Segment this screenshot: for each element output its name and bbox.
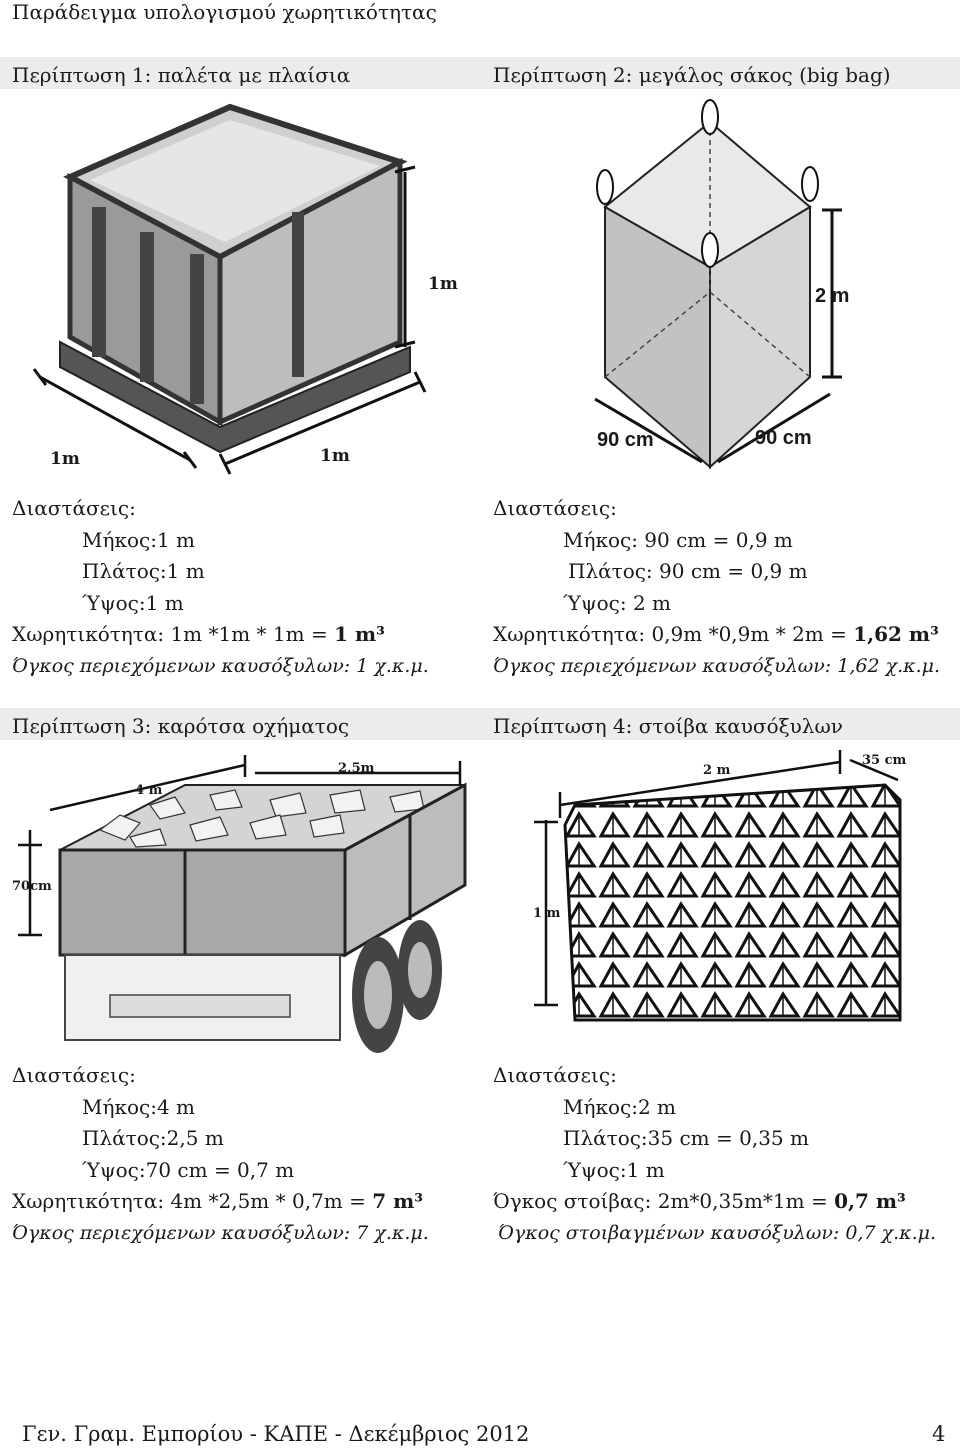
case4-height-label: 1 m — [533, 906, 561, 921]
dims-label: Διαστάσεις: — [12, 496, 136, 520]
capacity-text: Χωρητικότητα: 4m *2,5m * 0,7m = 7 m³ — [12, 1189, 424, 1213]
volume-text: Όγκος περιεχόμενων καυσόξυλων: 7 χ.κ.μ. — [12, 1221, 429, 1244]
case1-width-label: 1m — [320, 446, 350, 466]
case4-width-label: 35 cm — [862, 753, 907, 768]
case3-details: Διαστάσεις: Μήκος:4 m Πλάτος:2,5 m Ύψος:… — [12, 1060, 429, 1249]
case1-heading: Περίπτωση 1: παλέτα με πλαίσια — [12, 63, 351, 87]
volume-text: Όγκος περιεχόμενων καυσόξυλων: 1,62 χ.κ.… — [493, 654, 941, 677]
big-bag-figure — [594, 99, 842, 470]
width-text: Πλάτος:1 m — [82, 559, 205, 583]
length-text: Μήκος:1 m — [82, 527, 195, 552]
height-text: Ύψος:70 cm = 0,7 m — [82, 1157, 295, 1182]
width-text: Πλάτος:2,5 m — [82, 1126, 224, 1150]
page-title: Παράδειγμα υπολογισμού χωρητικότητας — [12, 0, 437, 24]
case3-length-label: 4 m — [135, 783, 163, 798]
height-text: Ύψος:1 m — [82, 590, 184, 615]
dims-label: Διαστάσεις: — [12, 1063, 136, 1087]
case2-length-label: 90 cm — [597, 429, 654, 451]
volume-text: Όγκος στοιβαγμένων καυσόξυλων: 0,7 χ.κ.μ… — [498, 1221, 937, 1244]
case3-width-label: 2,5m — [338, 761, 375, 776]
case2-details: Διαστάσεις: Μήκος: 90 cm = 0,9 m Πλάτος:… — [493, 493, 940, 682]
trailer-figure — [18, 755, 467, 1053]
section-band-1: Περίπτωση 1: παλέτα με πλαίσια Περίπτωση… — [0, 57, 960, 89]
capacity-value: 1,62 m³ — [853, 622, 939, 646]
pallet-box-figure — [32, 103, 427, 475]
height-text: Ύψος: 2 m — [563, 590, 672, 615]
length-text: Μήκος:4 m — [82, 1094, 195, 1119]
case1-details: Διαστάσεις: Μήκος:1 m Πλάτος:1 m Ύψος:1 … — [12, 493, 429, 682]
case3-height-label: 70cm — [12, 879, 52, 894]
case4-length-label: 2 m — [703, 763, 731, 778]
case2-width-label: 90 cm — [755, 427, 812, 449]
capacity-text: Όγκος στοίβας: 2m*0,35m*1m = 0,7 m³ — [493, 1189, 906, 1213]
capacity-value: 0,7 m³ — [834, 1189, 906, 1213]
capacity-text: Χωρητικότητα: 1m *1m * 1m = 1 m³ — [12, 622, 385, 646]
case4-heading: Περίπτωση 4: στοίβα καυσόξυλων — [493, 714, 843, 738]
footer-text: Γεν. Γραμ. Εμπορίου - ΚΑΠΕ - Δεκέμβριος … — [22, 1422, 530, 1446]
section-band-2: Περίπτωση 3: καρότσα οχήματος Περίπτωση … — [0, 708, 960, 740]
length-text: Μήκος:2 m — [563, 1094, 676, 1119]
length-text: Μήκος: 90 cm = 0,9 m — [563, 527, 793, 552]
case1-length-label: 1m — [50, 449, 80, 469]
capacity-value: 7 m³ — [372, 1189, 424, 1213]
case1-height-label: 1m — [428, 274, 458, 294]
page-number: 4 — [932, 1422, 946, 1446]
width-text: Πλάτος: 90 cm = 0,9 m — [568, 559, 808, 583]
case2-height-label: 2 m — [815, 285, 850, 307]
woodpile-figure — [534, 750, 902, 1022]
volume-text: Όγκος περιεχόμενων καυσόξυλων: 1 χ.κ.μ. — [12, 654, 429, 677]
dims-label: Διαστάσεις: — [493, 1063, 617, 1087]
dims-label: Διαστάσεις: — [493, 496, 617, 520]
case2-heading: Περίπτωση 2: μεγάλος σάκος (big bag) — [493, 63, 891, 87]
capacity-value: 1 m³ — [334, 622, 385, 646]
case4-details: Διαστάσεις: Μήκος:2 m Πλάτος:35 cm = 0,3… — [493, 1060, 936, 1249]
width-text: Πλάτος:35 cm = 0,35 m — [563, 1126, 809, 1150]
height-text: Ύψος:1 m — [563, 1157, 665, 1182]
capacity-text: Χωρητικότητα: 0,9m *0,9m * 2m = 1,62 m³ — [493, 622, 939, 646]
case3-heading: Περίπτωση 3: καρότσα οχήματος — [12, 714, 350, 738]
